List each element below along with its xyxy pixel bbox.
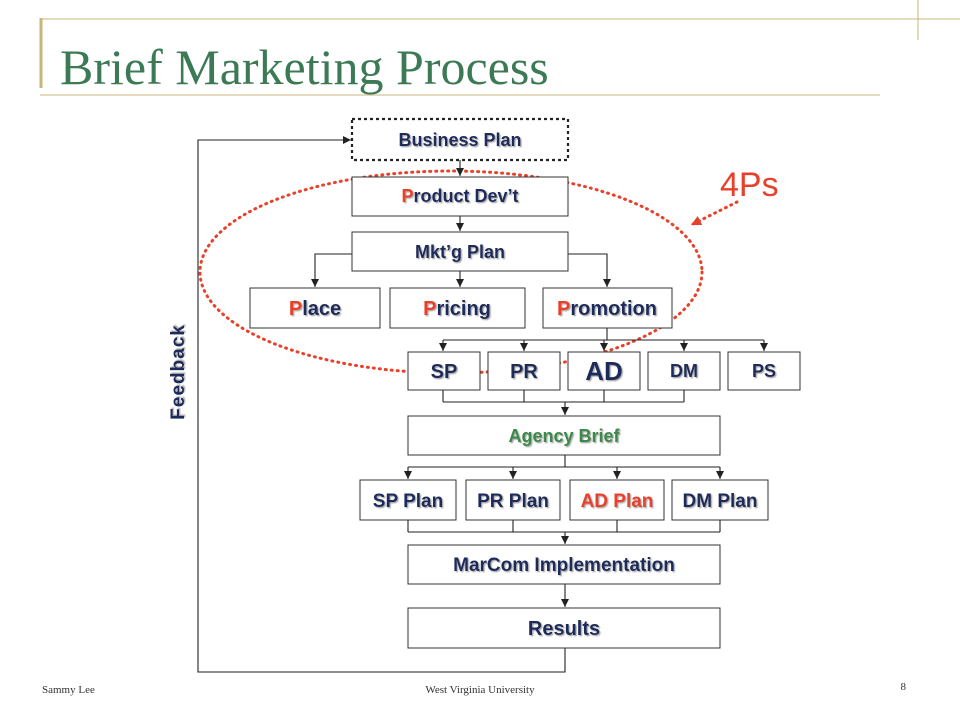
product-dev-label: Product Dev’t (401, 186, 518, 206)
business-plan-box (350, 117, 570, 162)
pr-box (487, 351, 561, 391)
pricing-box (389, 287, 526, 329)
sp-plan-box (359, 479, 457, 521)
pricing-label: Pricing (423, 298, 491, 320)
pr-label: PR (510, 361, 538, 383)
ps-label: PS (752, 361, 776, 381)
footer-author: Sammy Lee (42, 684, 95, 696)
connectors (197, 136, 768, 673)
feedback-label: Feedback (168, 324, 189, 420)
business-plan-label: Business Plan (398, 130, 521, 150)
dm-plan-box (671, 479, 769, 521)
four-ps-callout: 4Ps (720, 166, 779, 204)
sp-plan-label: SP Plan (373, 491, 443, 512)
sp-label: SP (431, 361, 458, 383)
ad-plan-label: AD Plan (581, 491, 654, 512)
dm-label: DM (670, 361, 698, 381)
agency-brief-box (407, 415, 721, 456)
place-label: Place (289, 298, 341, 320)
results-label: Results (528, 618, 600, 640)
dm-plan-label: DM Plan (683, 491, 758, 512)
promotion-label: Promotion (557, 298, 657, 320)
footer-institution: West Virginia University (425, 684, 535, 696)
promotion-box (542, 287, 673, 329)
place-box (249, 287, 381, 329)
page-number: 8 (901, 681, 907, 693)
dm-box (647, 351, 721, 391)
sp-box (407, 351, 481, 391)
product-dev-box (351, 176, 569, 217)
slide-title: Brief Marketing Process (60, 39, 549, 95)
pr-plan-label: PR Plan (477, 491, 549, 512)
marcom-box (407, 544, 721, 585)
feedback-loop (197, 136, 566, 673)
mktg-plan-label: Mkt’g Plan (415, 242, 505, 262)
pr-plan-box (465, 479, 561, 521)
slide-frame (39, 0, 960, 96)
ad-box (567, 351, 641, 391)
ad-plan-box (569, 479, 665, 521)
agency-brief-label: Agency Brief (508, 426, 620, 446)
ps-box (727, 351, 801, 391)
results-box (407, 607, 721, 649)
marcom-label: MarCom Implementation (453, 555, 675, 576)
four-ps-callout-arrow (689, 200, 739, 227)
mktg-plan-box (351, 231, 569, 272)
ad-label: AD (585, 356, 623, 386)
